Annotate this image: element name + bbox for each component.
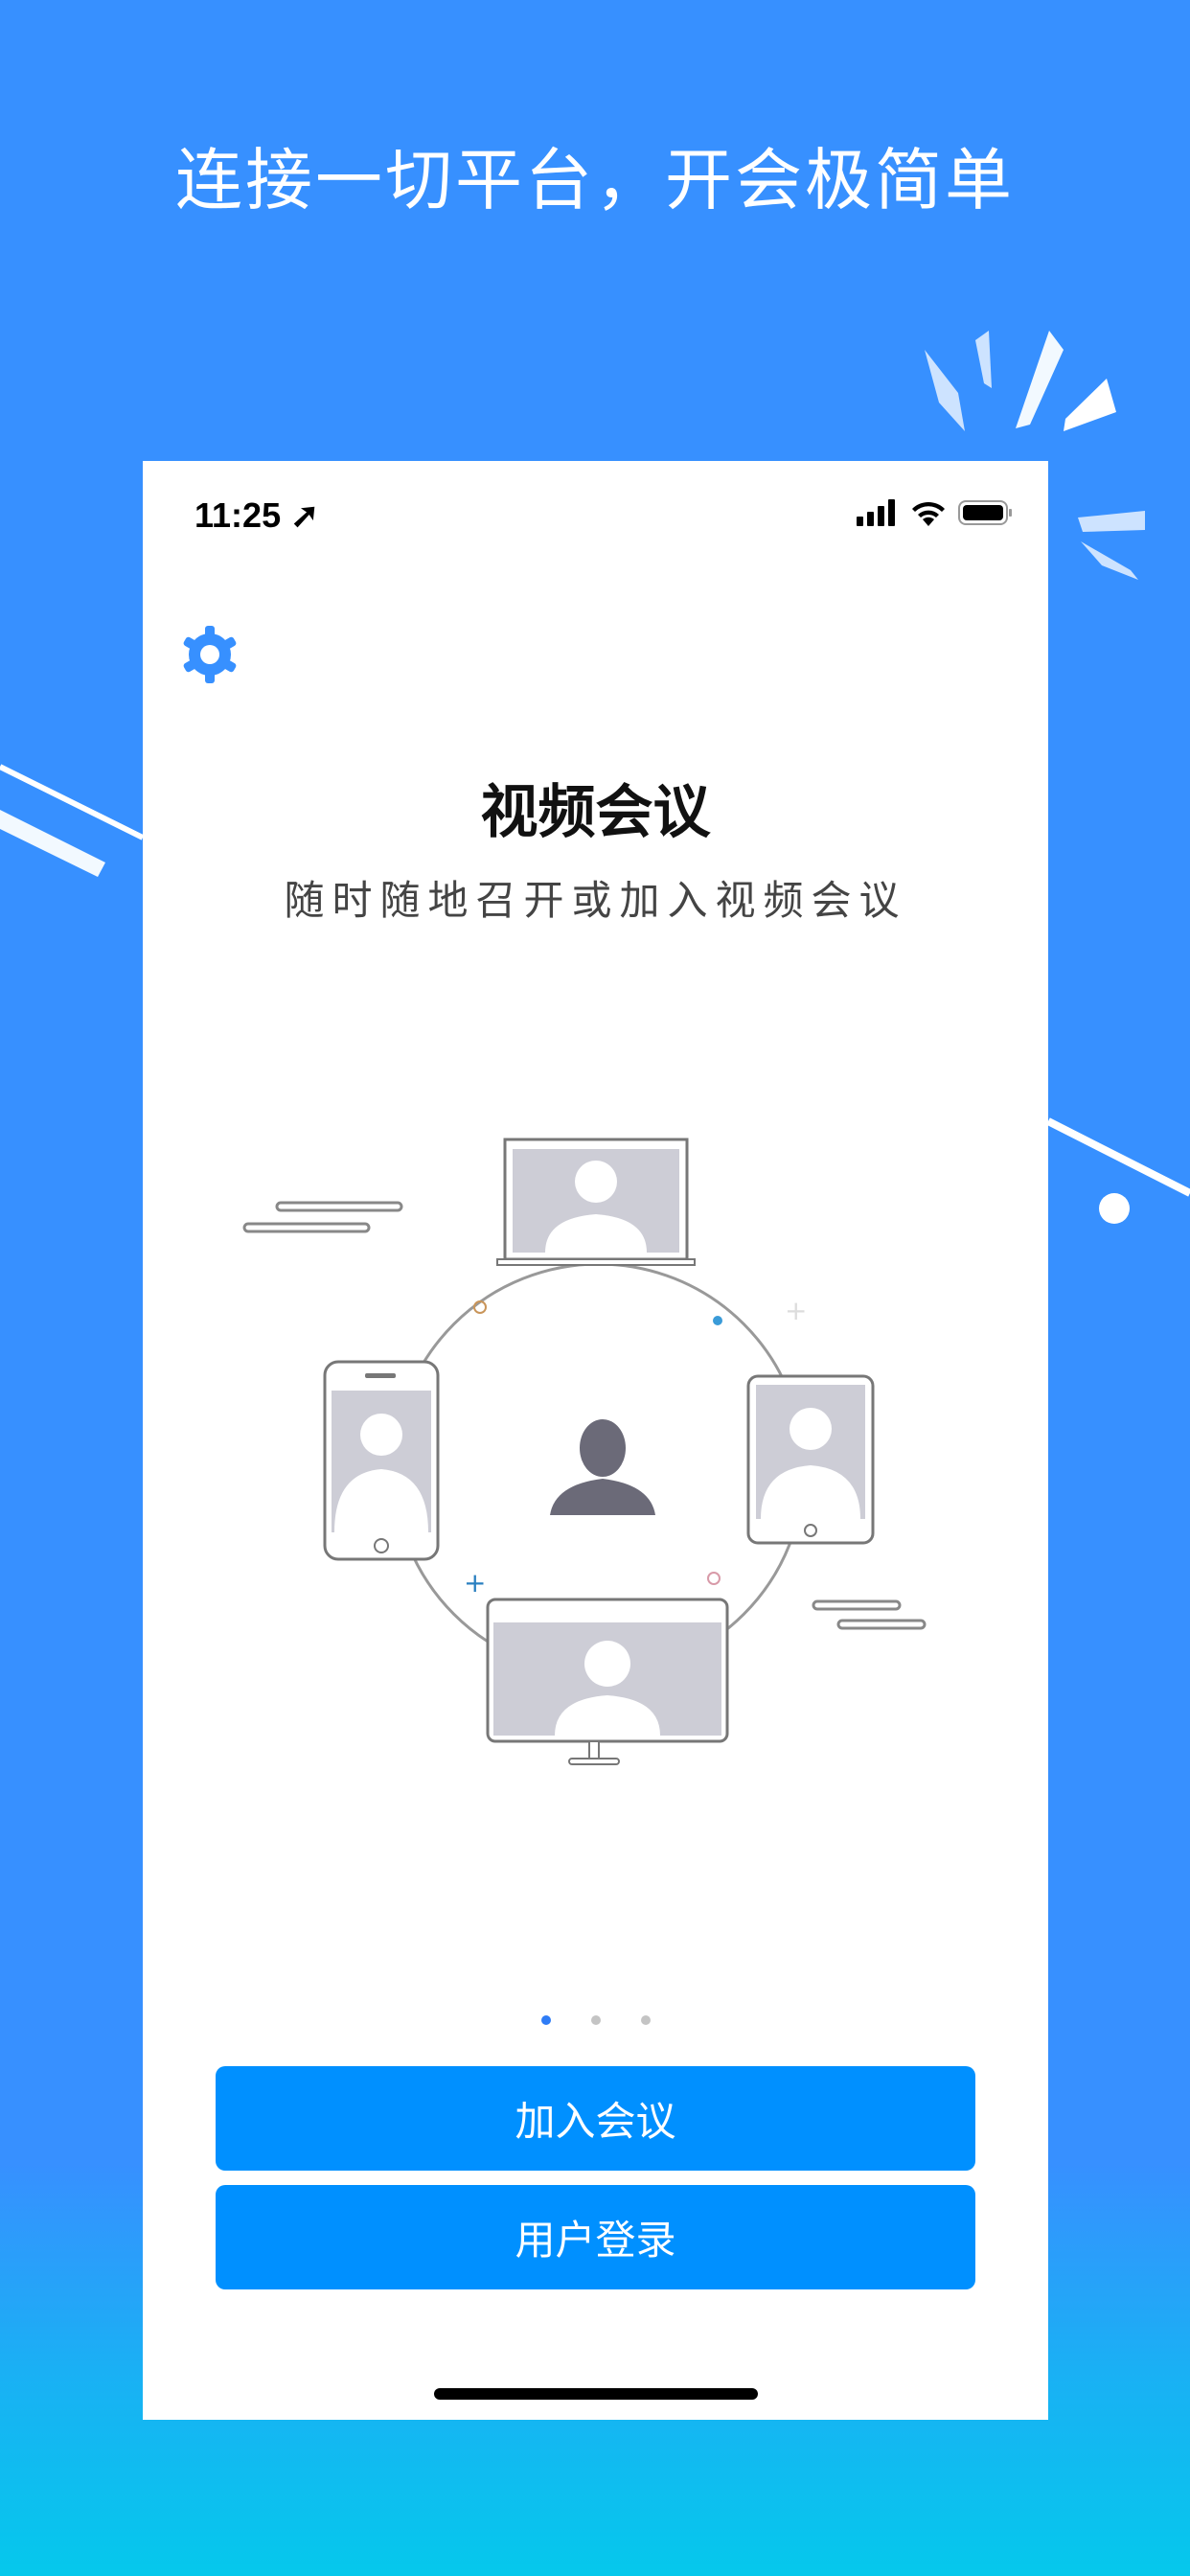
page-indicator	[143, 2015, 1048, 2025]
signal-icon	[857, 499, 895, 526]
user-center-icon	[550, 1419, 655, 1515]
wifi-icon	[912, 501, 945, 526]
battery-icon	[958, 500, 1012, 525]
location-arrow-icon: ➚	[290, 495, 320, 535]
video-meeting-illustration: + +	[242, 1138, 927, 1765]
svg-text:+: +	[785, 1295, 807, 1326]
user-login-button[interactable]: 用户登录	[216, 2185, 975, 2289]
phone-screen: 11:25 ➚ 视频会议 随时随地召开或加入视频会议	[143, 461, 1048, 2420]
screen-subtitle: 随时随地召开或加入视频会议	[284, 877, 907, 924]
join-meeting-button[interactable]: 加入会议	[216, 2066, 975, 2171]
status-icons	[857, 499, 1014, 526]
settings-gear-icon[interactable]	[179, 624, 240, 685]
page-dot-2[interactable]	[590, 2015, 601, 2025]
home-indicator[interactable]	[434, 2388, 758, 2400]
page-dot-1[interactable]	[540, 2015, 551, 2025]
screen-title: 视频会议	[480, 779, 711, 846]
smartphone-icon	[323, 1360, 440, 1561]
tablet-icon	[746, 1374, 875, 1545]
decorative-sparks	[0, 331, 1190, 1224]
headline: 连接一切平台，开会极简单	[175, 141, 1015, 219]
status-time: 11:25 ➚	[195, 495, 319, 536]
svg-text:+: +	[464, 1567, 486, 1598]
laptop-icon	[496, 1138, 696, 1266]
time-text: 11:25	[195, 495, 282, 535]
monitor-icon	[486, 1598, 729, 1765]
page-dot-3[interactable]	[640, 2015, 651, 2025]
